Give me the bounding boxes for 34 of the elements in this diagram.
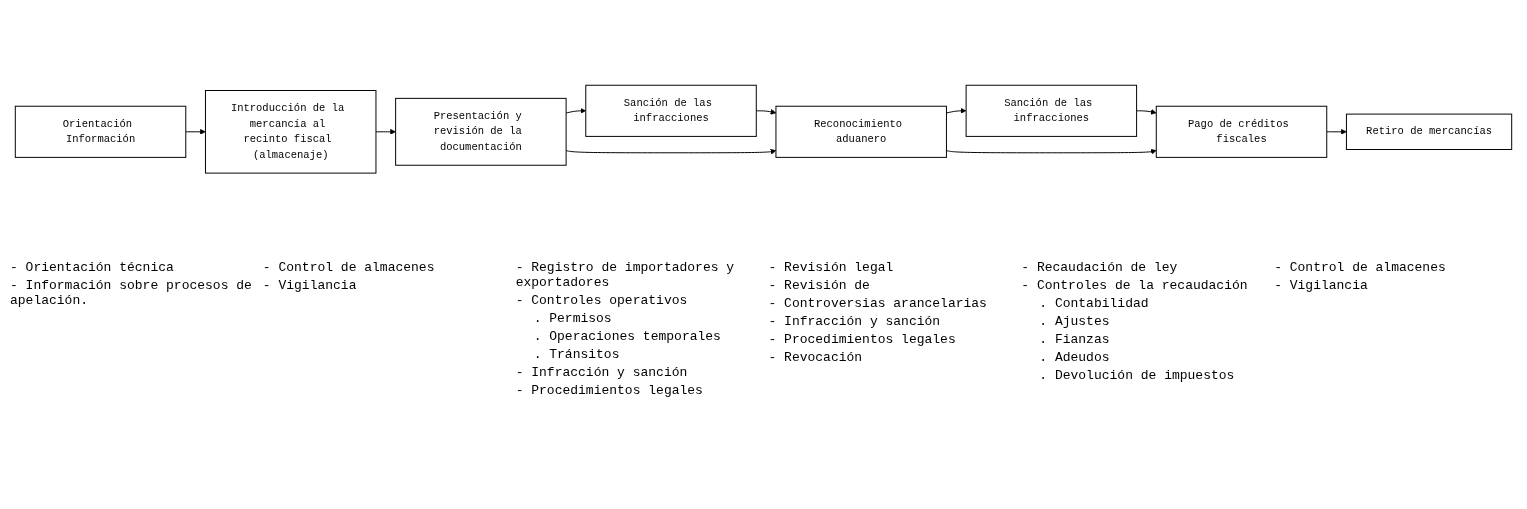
list-item: - Recaudación de ley xyxy=(1021,260,1179,275)
list-item: . Tránsitos xyxy=(532,347,621,362)
list-item: - Controles operativos xyxy=(515,293,689,308)
node-box: Sanción de las infracciones xyxy=(585,84,757,137)
list-item: - Revisión de xyxy=(768,278,871,293)
list-item: - Controversias arancelarias xyxy=(768,296,988,311)
list-item: - Revocación xyxy=(768,350,864,365)
list-item: . Operaciones temporales xyxy=(532,329,722,344)
node-box: Reconocimiento aduanero xyxy=(775,105,947,158)
list-item: - Registro de importadores y exportadores xyxy=(515,260,736,290)
list-item: . Ajustes xyxy=(1038,314,1111,329)
list-item: - Orientación técnica xyxy=(10,260,175,275)
list-item: . Adeudos xyxy=(1038,350,1111,365)
list-item: - Infracción y sanción xyxy=(768,314,942,329)
list-item: - Procedimientos legales xyxy=(768,332,957,347)
list-item: - Infracción y sanción xyxy=(515,365,689,380)
list-item: . Contabilidad xyxy=(1038,296,1150,311)
node-box: Introducción de la mercancía al recinto fiscal (almacenaje) xyxy=(204,89,377,174)
node-box: Sanción de las infracciones xyxy=(965,84,1138,137)
node-box: Orientación Información xyxy=(14,105,187,158)
list-item: . Devolución de impuestos xyxy=(1038,368,1236,383)
list-item: - Vigilancia xyxy=(262,278,358,293)
list-item: - Información sobre procesos de apelación. xyxy=(10,278,253,308)
list-item: - Controles de la recaudación xyxy=(1021,278,1249,293)
node-box: Presentación y revisión de la documentación xyxy=(395,97,567,166)
list-item: . Permisos xyxy=(532,311,613,326)
list-item: - Revisión legal xyxy=(768,260,895,275)
node-box: Pago de créditos fiscales xyxy=(1155,105,1328,158)
list-item: - Control de almacenes xyxy=(1274,260,1447,275)
list-item: - Control de almacenes xyxy=(262,260,436,275)
list-item: . Fianzas xyxy=(1038,332,1111,347)
list-item: - Procedimientos legales xyxy=(515,383,704,398)
list-item: - Vigilancia xyxy=(1274,278,1369,293)
node-box: Retiro de mercancías xyxy=(1345,113,1513,150)
